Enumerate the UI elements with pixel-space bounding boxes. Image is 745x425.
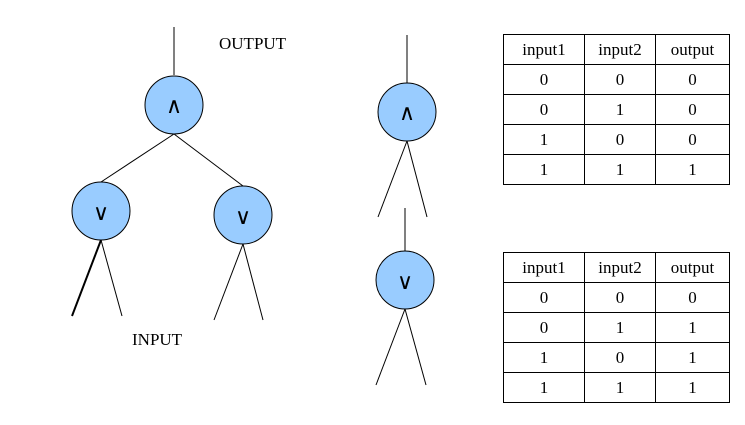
- table-cell: 1: [584, 312, 656, 343]
- and-gate-node: [377, 82, 437, 142]
- tree-branch-left: [100, 133, 175, 183]
- or-gate-input-wire-2: [404, 308, 427, 386]
- input-label: INPUT: [132, 330, 183, 349]
- tree-input-wire-4: [242, 243, 264, 321]
- table-cell: 1: [584, 154, 656, 185]
- header-output: output: [655, 252, 730, 283]
- table-cell: 1: [584, 372, 656, 403]
- and-truth-table: input1 input2 output 0 0 0 0 1 0 1 0 0 1…: [503, 34, 730, 185]
- table-row: 1 1 1: [503, 372, 730, 403]
- table-cell: 0: [503, 64, 585, 95]
- and-gate-symbol: ∧: [399, 101, 415, 126]
- tree-or-symbol-right: ∨: [235, 205, 251, 230]
- table-row: 1 0 1: [503, 342, 730, 373]
- or-gate-node: [375, 250, 435, 310]
- table-cell: 0: [655, 64, 730, 95]
- table-row: 1 1 1: [503, 154, 730, 185]
- tree-input-wire-1: [71, 239, 102, 317]
- table-row: 0 1 0: [503, 94, 730, 125]
- and-gate-input-wire-1: [377, 140, 408, 218]
- or-truth-table: input1 input2 output 0 0 0 0 1 1 1 0 1 1…: [503, 252, 730, 403]
- or-gate-symbol: ∨: [397, 270, 413, 295]
- table-cell: 1: [655, 372, 730, 403]
- table-row: 0 0 0: [503, 282, 730, 313]
- header-output: output: [655, 34, 730, 65]
- table-cell: 0: [503, 282, 585, 313]
- output-label: OUTPUT: [219, 34, 287, 53]
- table-cell: 0: [584, 342, 656, 373]
- table-row: 0 0 0: [503, 64, 730, 95]
- table-cell: 1: [655, 154, 730, 185]
- header-input2: input2: [584, 252, 656, 283]
- table-cell: 0: [655, 124, 730, 155]
- table-cell: 0: [584, 282, 656, 313]
- tree-or-node-left: [71, 181, 131, 241]
- table-cell: 1: [655, 342, 730, 373]
- table-cell: 0: [503, 312, 585, 343]
- tree-input-wire-3: [213, 243, 244, 321]
- table-cell: 1: [655, 312, 730, 343]
- table-cell: 1: [503, 124, 585, 155]
- table-header-row: input1 input2 output: [503, 34, 730, 65]
- table-cell: 0: [655, 94, 730, 125]
- table-row: 0 1 1: [503, 312, 730, 343]
- table-cell: 0: [503, 94, 585, 125]
- table-cell: 1: [503, 372, 585, 403]
- table-cell: 1: [584, 94, 656, 125]
- header-input1: input1: [503, 34, 585, 65]
- tree-or-symbol-left: ∨: [93, 201, 109, 226]
- table-cell: 0: [584, 124, 656, 155]
- table-cell: 1: [503, 154, 585, 185]
- tree-or-node-right: [213, 185, 273, 245]
- and-gate-input-wire-2: [406, 140, 428, 218]
- table-cell: 0: [584, 64, 656, 95]
- table-row: 1 0 0: [503, 124, 730, 155]
- table-cell: 1: [503, 342, 585, 373]
- or-gate-input-wire-1: [375, 308, 406, 386]
- tree-and-node: [144, 75, 204, 135]
- tree-branch-right: [173, 133, 244, 187]
- table-header-row: input1 input2 output: [503, 252, 730, 283]
- tree-input-wire-2: [100, 239, 123, 317]
- table-cell: 0: [655, 282, 730, 313]
- header-input1: input1: [503, 252, 585, 283]
- header-input2: input2: [584, 34, 656, 65]
- tree-and-symbol: ∧: [166, 94, 182, 119]
